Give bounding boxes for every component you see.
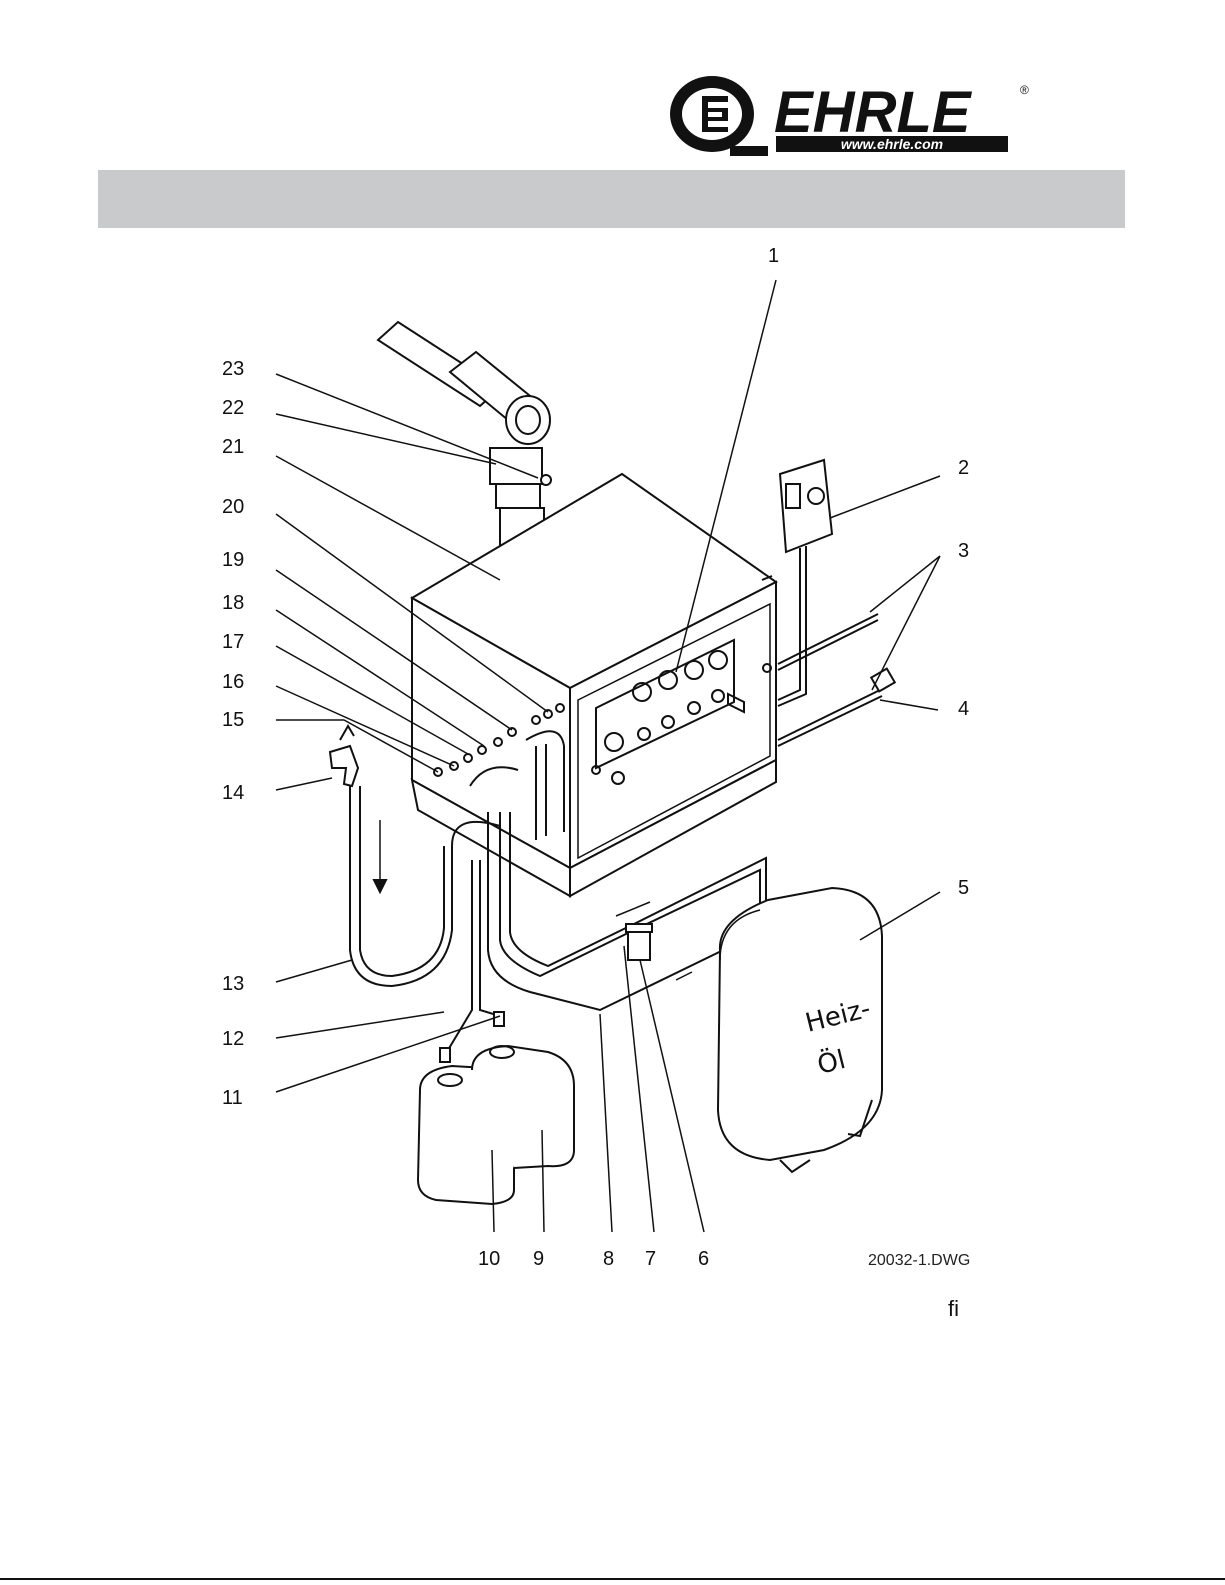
bottom-rule	[0, 1578, 1225, 1580]
installation-diagram: Heiz- Öl	[0, 230, 1225, 1290]
callout-16: 16	[222, 672, 244, 692]
callout-15: 15	[222, 710, 244, 730]
callout-11: 11	[222, 1088, 243, 1108]
brand-url: www.ehrle.com	[841, 136, 943, 152]
callout-12: 12	[222, 1029, 244, 1049]
ehrle-logo: EHRLE www.ehrle.com ®	[668, 66, 1040, 166]
callout-18: 18	[222, 593, 244, 613]
callout-23: 23	[222, 359, 244, 379]
callout-10: 10	[478, 1249, 500, 1269]
callout-21: 21	[222, 437, 244, 457]
callout-13: 13	[222, 974, 244, 994]
callout-6: 6	[698, 1249, 709, 1269]
callout-1: 1	[768, 246, 779, 266]
callout-7: 7	[645, 1249, 656, 1269]
callout-9: 9	[533, 1249, 544, 1269]
callout-2: 2	[958, 458, 969, 478]
callout-14: 14	[222, 783, 244, 803]
ehrle-emblem	[670, 76, 768, 156]
callout-20: 20	[222, 497, 244, 517]
callout-5: 5	[958, 878, 969, 898]
chemical-canisters	[418, 860, 574, 1204]
callout-17: 17	[222, 632, 244, 652]
callout-4: 4	[958, 699, 969, 719]
room-thermostat	[778, 460, 832, 706]
callout-19: 19	[222, 550, 244, 570]
callout-22: 22	[222, 398, 244, 418]
header-bar	[98, 170, 1125, 228]
heating-oil-tank	[718, 888, 882, 1172]
callout-8: 8	[603, 1249, 614, 1269]
drawing-id: 20032-1.DWG	[868, 1252, 970, 1270]
callout-3: 3	[958, 541, 969, 561]
registered-mark: ®	[1020, 83, 1029, 97]
page-mark: fi	[948, 1296, 959, 1322]
